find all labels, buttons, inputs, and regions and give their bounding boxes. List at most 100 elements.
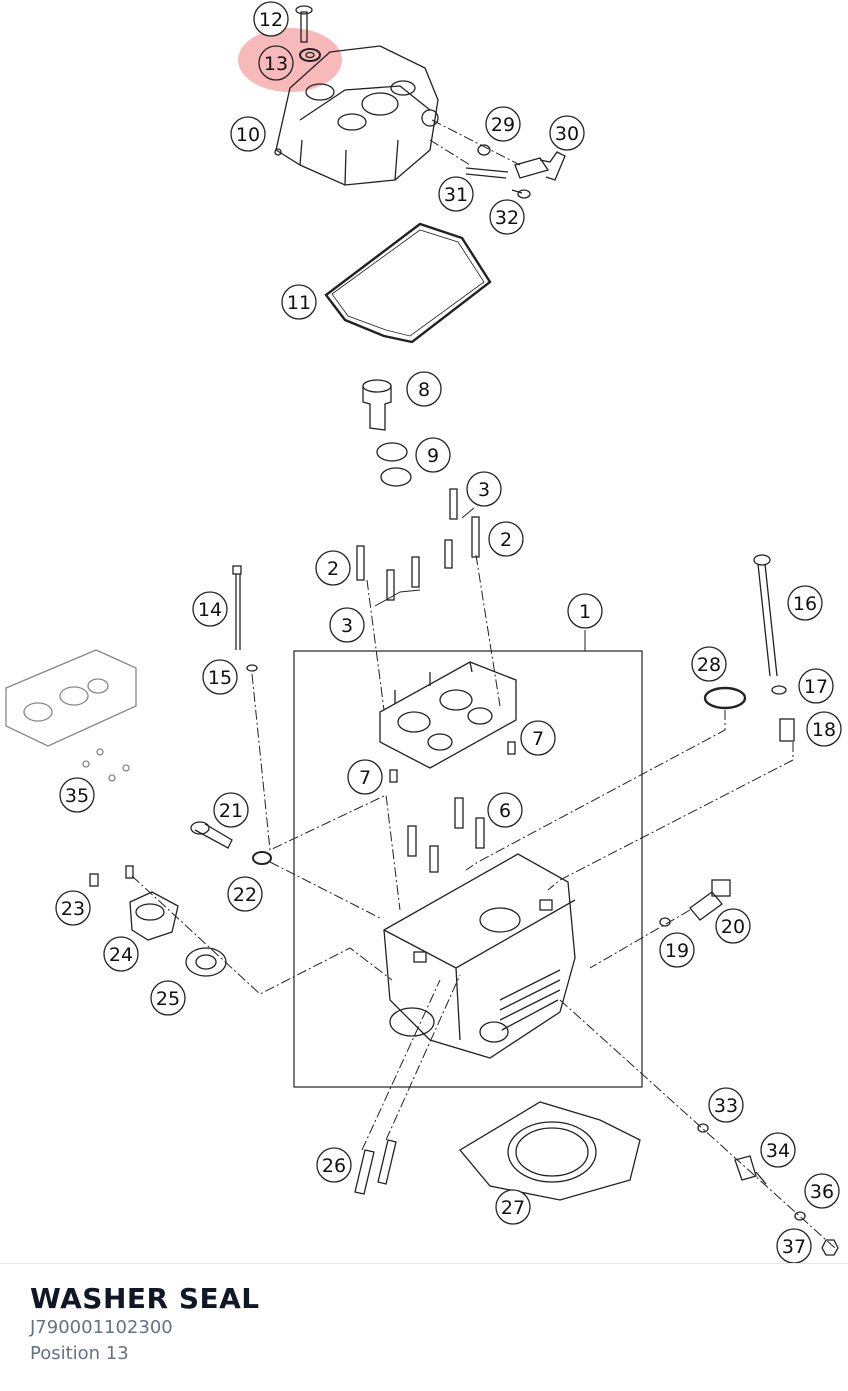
callout-c17[interactable]: 17 xyxy=(798,668,834,704)
callout-c31[interactable]: 31 xyxy=(438,176,474,212)
callout-c6[interactable]: 6 xyxy=(487,792,523,828)
callout-label: 10 xyxy=(236,124,260,146)
part-6-valve-guides[interactable] xyxy=(407,797,485,873)
callout-c10[interactable]: 10 xyxy=(230,116,266,152)
callout-c2b[interactable]: 2 xyxy=(488,521,524,557)
part-36-washer[interactable] xyxy=(794,1211,806,1221)
part-28-o-ring[interactable] xyxy=(703,686,747,710)
part-32-screw[interactable] xyxy=(511,189,531,199)
part-15-washer[interactable] xyxy=(246,664,258,672)
part-23-screw[interactable] xyxy=(89,873,99,887)
callout-c14[interactable]: 14 xyxy=(192,591,228,627)
callout-c28[interactable]: 28 xyxy=(691,646,727,682)
part-camshaft-carrier[interactable] xyxy=(379,661,517,769)
callout-circle xyxy=(55,890,91,926)
callout-c35[interactable]: 35 xyxy=(59,777,95,813)
callout-label: 17 xyxy=(804,676,828,698)
callout-label: 24 xyxy=(109,944,133,966)
callout-label: 25 xyxy=(156,988,180,1010)
callout-label: 15 xyxy=(208,667,232,689)
callout-c2a[interactable]: 2 xyxy=(315,550,351,586)
part-11-valve-cover-gasket[interactable] xyxy=(324,222,492,344)
part-10-valve-cover[interactable] xyxy=(274,45,439,186)
callout-c22[interactable]: 22 xyxy=(227,876,263,912)
callout-c20[interactable]: 20 xyxy=(715,908,751,944)
callout-c15[interactable]: 15 xyxy=(202,659,238,695)
part-26-dowel-pins[interactable] xyxy=(354,1139,397,1195)
callout-c7a[interactable]: 7 xyxy=(520,720,556,756)
part-screw-24a[interactable] xyxy=(125,865,134,879)
callout-circle xyxy=(708,1087,744,1123)
callout-c25[interactable]: 25 xyxy=(150,980,186,1016)
callout-c30[interactable]: 30 xyxy=(549,115,585,151)
callout-label: 37 xyxy=(782,1236,806,1258)
callout-label: 34 xyxy=(766,1140,790,1162)
part-12-screw[interactable] xyxy=(295,5,313,43)
callout-circle xyxy=(487,792,523,828)
callout-c37[interactable]: 37 xyxy=(776,1228,812,1264)
callout-label: 23 xyxy=(61,898,85,920)
part-2-3-bolts[interactable] xyxy=(356,488,480,601)
callout-circle xyxy=(659,932,695,968)
callout-c3a[interactable]: 3 xyxy=(466,471,502,507)
callout-c21[interactable]: 21 xyxy=(213,792,249,828)
callout-label: 29 xyxy=(491,114,515,136)
callout-c29[interactable]: 29 xyxy=(485,106,521,142)
part-9-o-rings[interactable] xyxy=(376,442,412,487)
part-37-nut[interactable] xyxy=(821,1239,839,1256)
callout-c26[interactable]: 26 xyxy=(316,1147,352,1183)
callout-c13[interactable]: 13 xyxy=(258,45,294,81)
part-17-washer[interactable] xyxy=(771,685,787,695)
callout-circle xyxy=(549,115,585,151)
part-31-hose-clip[interactable] xyxy=(465,167,509,179)
callout-label: 33 xyxy=(714,1095,738,1117)
part-29-o-ring[interactable] xyxy=(477,144,491,156)
callout-label: 30 xyxy=(555,123,579,145)
part-14-long-bolt[interactable] xyxy=(232,565,242,650)
callout-c7b[interactable]: 7 xyxy=(347,759,383,795)
part-22-seal-ring[interactable] xyxy=(252,851,272,865)
part-13-washer-seal[interactable] xyxy=(299,48,321,62)
callout-label: 22 xyxy=(233,884,257,906)
callout-c36[interactable]: 36 xyxy=(804,1173,840,1209)
callout-c33[interactable]: 33 xyxy=(708,1087,744,1123)
callout-c16[interactable]: 16 xyxy=(787,585,823,621)
part-24-thermostat-housing[interactable] xyxy=(129,891,179,941)
callout-c9[interactable]: 9 xyxy=(415,437,451,473)
callout-c24[interactable]: 24 xyxy=(103,936,139,972)
callout-c1[interactable]: 1 xyxy=(567,593,603,629)
part-34-sensor[interactable] xyxy=(734,1155,767,1185)
callout-c8[interactable]: 8 xyxy=(406,371,442,407)
callout-c12[interactable]: 12 xyxy=(253,1,289,37)
callout-circle xyxy=(227,876,263,912)
part-16-long-bolt[interactable] xyxy=(753,554,778,677)
part-27-cylinder-head-gasket[interactable] xyxy=(459,1101,641,1201)
callout-c11[interactable]: 11 xyxy=(281,284,317,320)
callout-circle xyxy=(691,646,727,682)
callout-c23[interactable]: 23 xyxy=(55,890,91,926)
assembly-frame xyxy=(293,650,643,1088)
callout-c19[interactable]: 19 xyxy=(659,932,695,968)
callout-c3b[interactable]: 3 xyxy=(329,607,365,643)
part-35-camshaft-bearing-bridge[interactable] xyxy=(5,649,137,782)
part-7-dowels[interactable] xyxy=(389,741,516,783)
part-30-breather-fitting[interactable] xyxy=(514,151,566,181)
callout-label: 3 xyxy=(341,615,353,637)
callout-c32[interactable]: 32 xyxy=(489,199,525,235)
callout-c34[interactable]: 34 xyxy=(760,1132,796,1168)
part-33-seal-ring[interactable] xyxy=(697,1123,709,1133)
part-21-plug[interactable] xyxy=(190,821,233,849)
part-18-sleeve[interactable] xyxy=(779,718,795,742)
part-20-temperature-sensor[interactable] xyxy=(689,879,731,921)
callout-circle xyxy=(760,1132,796,1168)
callout-circle xyxy=(715,908,751,944)
callout-circle xyxy=(567,593,603,629)
part-8-oil-filter[interactable] xyxy=(362,379,392,431)
callout-circle xyxy=(806,711,842,747)
callout-c27[interactable]: 27 xyxy=(495,1189,531,1225)
callout-circle xyxy=(520,720,556,756)
callout-label: 21 xyxy=(219,800,243,822)
callout-c18[interactable]: 18 xyxy=(806,711,842,747)
part-1-cylinder-head[interactable] xyxy=(383,853,576,1059)
part-25-thermostat[interactable] xyxy=(185,947,227,977)
